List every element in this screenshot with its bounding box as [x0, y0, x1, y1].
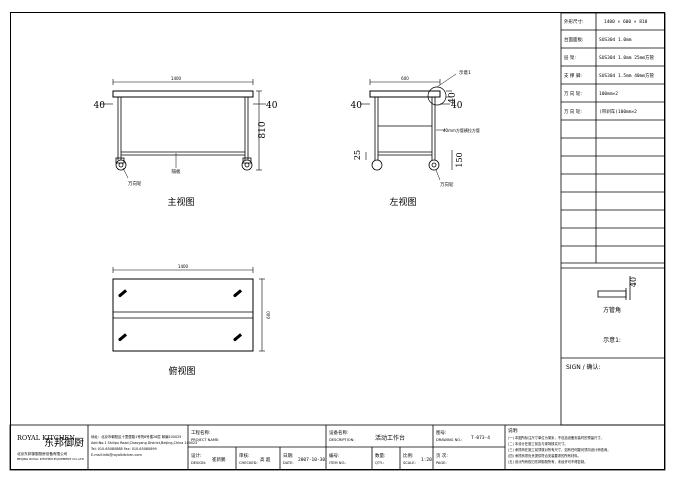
scale-label-en: SCALE:	[403, 461, 416, 465]
front-height-dim: 810	[258, 121, 268, 138]
top-view	[112, 267, 265, 352]
spec-value-3: SUS304 1.5mm 40mm方管	[599, 72, 655, 79]
date-value: 2007-10-30	[298, 457, 325, 463]
scale-value: 1:20	[421, 457, 432, 463]
scale-label: 比例:	[403, 452, 414, 459]
desc-label: 设备名称:	[329, 429, 349, 436]
company-cn: 东邦御厨	[44, 436, 84, 449]
page-label: 页 次:	[436, 452, 448, 459]
top-width-label: 1400	[178, 264, 189, 269]
detail-callout	[427, 86, 447, 106]
drawing-value: T-073-4	[471, 435, 490, 441]
spec-label-3: 支 撑 脚:	[564, 72, 582, 79]
drawing-label: 图号:	[436, 430, 447, 436]
design-label-en: DESIGN:	[191, 461, 206, 465]
desc-value: 活动工作台	[375, 434, 405, 442]
qty-label-en: QTY.:	[375, 461, 384, 465]
spec-value-4: 100mm×2	[599, 91, 618, 97]
front-width-label: 1400	[171, 76, 182, 81]
hint-label: 示意1:	[603, 336, 621, 344]
spec-label-4: 万 向 轮:	[564, 90, 582, 97]
company-tel: Tel: 010-65080888 Fax: 010-65080899	[90, 447, 157, 451]
wheel-icon	[428, 159, 440, 171]
wheel-icon	[241, 159, 253, 171]
front-shelf-label: 隔板	[172, 168, 181, 175]
project-label: 工程名称:	[191, 429, 211, 436]
date-label: 日期:	[283, 453, 294, 459]
top-view-wheels	[118, 289, 243, 342]
spec-label-5: 万 向 轮:	[564, 108, 582, 115]
company-en: ROYAL KITCHEN	[17, 434, 75, 442]
spec-value-2: SUS304 1.0mm 25mm方管	[599, 54, 655, 61]
front-right-dim: 40	[266, 101, 278, 111]
side-view	[360, 73, 457, 181]
page-label-en: PAGE:	[436, 461, 447, 465]
drawing-label-en: DRAWING NO.:	[436, 438, 462, 442]
note-1: (一) 本图所标注尺寸单位为毫米，不包括设备安装时的预留尺寸。	[508, 435, 604, 440]
side-left-dim: 40	[351, 101, 363, 111]
side-width-label: 600	[401, 76, 409, 81]
checker-value: 高 超	[260, 456, 271, 463]
side-wheel-label: 万向轮	[440, 181, 454, 188]
side-tube-label: 40mm方管横拉方管	[443, 127, 480, 133]
side-dim-right: 150	[455, 152, 464, 167]
front-view-title: 主视图	[167, 196, 194, 208]
note-4: (四) 承揽商须负责提供符合安装要求的所有材料。	[508, 453, 581, 458]
note-3: (三) 承揽商在施工前须核对所有尺寸，如有任何疑问须向设计师查询。	[508, 447, 611, 452]
note-2: (二) 本设计在施工前应与现场核实尺寸。	[508, 441, 568, 446]
title-block-border	[9, 424, 666, 471]
qty-label: 数量:	[375, 452, 386, 459]
company-sub-en: BEIJING ROYAL KITCHEN EQUIPMENT CO.,LTD	[17, 457, 85, 461]
design-label: 设计:	[191, 452, 202, 459]
front-wheel-label: 万向轮	[128, 180, 142, 187]
designer-value: 崔新鹏	[212, 456, 226, 463]
spec-value-1: SUS304 1.0mm	[599, 37, 632, 43]
front-view	[100, 79, 266, 179]
tube-section	[597, 290, 627, 298]
spec-value-0: 1400 × 600 × 810	[604, 19, 648, 25]
company-sub: 北京东邦御厨厨房设备有限公司	[17, 451, 68, 456]
spec-label-1: 台面面板:	[564, 36, 584, 43]
sign-label: SIGN / 确认:	[566, 363, 601, 371]
item-label-en: ITEM NO.:	[329, 461, 347, 465]
check-label: 审核:	[239, 452, 250, 459]
address-cn: 地址：北京市朝阳区十里堡路1号院8号楼26层 邮编100025	[91, 434, 181, 439]
note-5: (五) 设计所有权归东邦御厨所有，未经许可不得复制。	[508, 459, 587, 464]
top-view-title: 俯视图	[168, 365, 195, 377]
section-label: 方管角	[603, 306, 621, 314]
section-dim: 40	[629, 277, 638, 287]
spec-value-5: (带刹车)100mm×2	[599, 108, 637, 115]
item-label: 编号:	[329, 452, 340, 459]
company-email: E-mail:info@royalkitchen.com	[91, 453, 142, 457]
front-left-dim: 40	[94, 101, 106, 111]
desc-label-en: DESCRIPTION:	[329, 438, 355, 442]
side-top-dim: 40	[448, 92, 458, 104]
project-label-en: PROJECT NAME:	[191, 438, 219, 442]
spec-label-2: 层 架:	[564, 55, 576, 61]
notes-title: 说明:	[508, 427, 519, 434]
drawing-frame	[10, 12, 665, 470]
wheel-icon	[115, 159, 127, 171]
side-dim-left: 25	[353, 150, 362, 160]
side-right-dim: 40	[451, 101, 463, 111]
date-label-en: DATE:	[283, 461, 294, 465]
check-label-en: CHECKED:	[239, 461, 258, 465]
top-depth-label: 600	[266, 311, 271, 319]
address-en: Add:No.1 Shilipu Road,Chaoyang District,…	[91, 441, 197, 445]
side-callout-label: 示意1	[459, 69, 471, 76]
side-view-title: 左视图	[389, 196, 416, 208]
spec-label-0: 外形尺寸:	[564, 18, 584, 25]
